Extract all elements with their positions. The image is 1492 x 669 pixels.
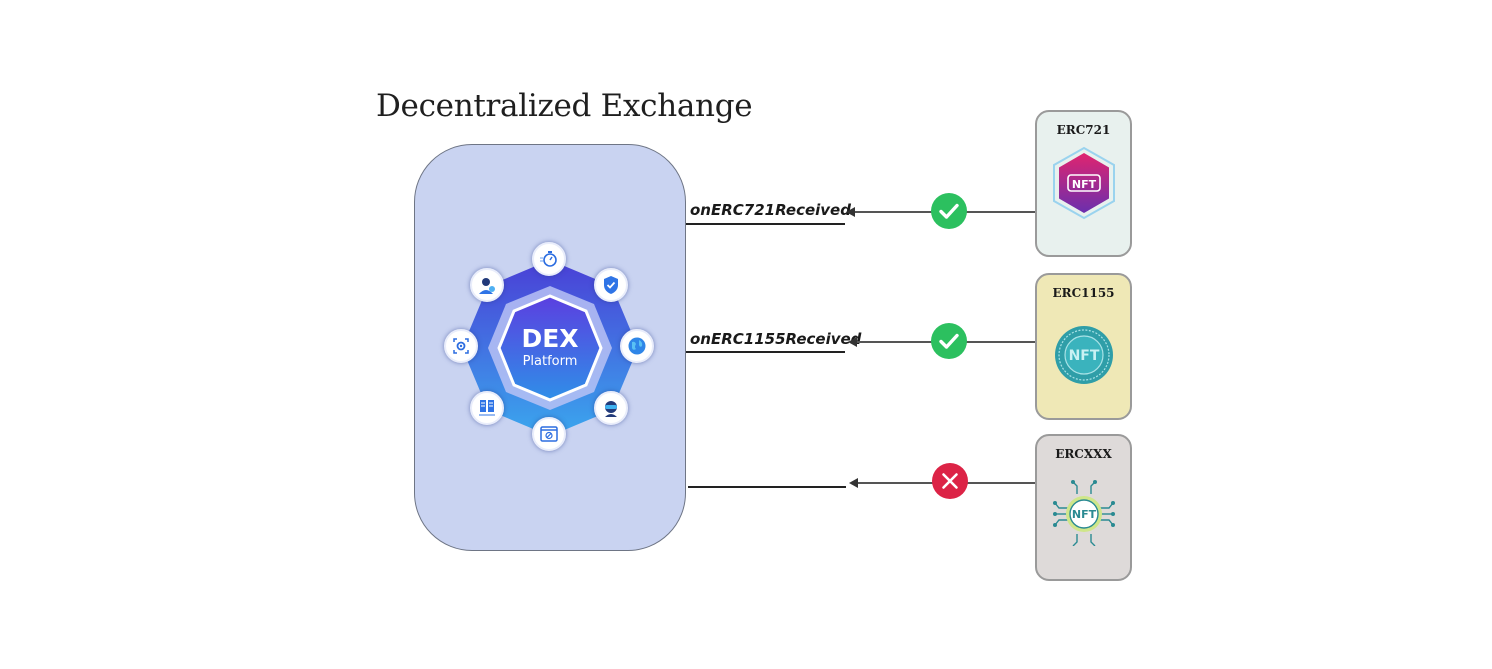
svg-text:NFT: NFT <box>1072 178 1097 191</box>
token-card-erc721: ERC721 NFT <box>1035 110 1132 257</box>
token-name-ercxxx: ERCXXX <box>1055 447 1112 461</box>
stopwatch-icon <box>532 242 566 276</box>
globe-icon <box>620 329 654 363</box>
rejected-status-ercxxx <box>932 463 968 499</box>
nft-coin-icon: NFT <box>1055 326 1113 384</box>
checkmark-icon <box>931 193 967 229</box>
target-settings-icon <box>444 329 478 363</box>
diagram-title: Decentralized Exchange <box>376 88 753 124</box>
token-name-erc721: ERC721 <box>1056 123 1111 137</box>
accepted-status-erc1155 <box>931 323 967 359</box>
token-card-erc1155: ERC1155 NFT <box>1035 273 1132 420</box>
nft-circuit-icon: NFT <box>1053 480 1115 546</box>
browser-window-icon <box>532 417 566 451</box>
checkmark-icon <box>931 323 967 359</box>
support-agent-icon <box>470 268 504 302</box>
shield-check-icon <box>594 268 628 302</box>
hub-label-platform: Platform <box>522 354 578 369</box>
callback-underline-erc1155 <box>686 351 845 353</box>
token-card-ercxxx: ERCXXX NFT <box>1035 434 1132 581</box>
accepted-status-erc721 <box>931 193 967 229</box>
cross-icon <box>932 463 968 499</box>
arrowhead-erc1155 <box>848 337 857 347</box>
callback-label-erc721: onERC721Received <box>690 201 851 219</box>
vr-headset-user-icon <box>594 391 628 425</box>
callback-underline-erc721 <box>686 223 845 225</box>
callback-label-erc1155: onERC1155Received <box>690 330 862 348</box>
arrowhead-ercxxx <box>849 478 858 488</box>
nft-hexagon-icon: NFT <box>1053 146 1115 220</box>
arrowhead-erc721 <box>846 207 855 217</box>
callback-underline-ercxxx <box>688 486 846 488</box>
hub-label-dex: DEX <box>521 324 579 353</box>
svg-text:NFT: NFT <box>1069 348 1100 364</box>
server-icon <box>470 391 504 425</box>
token-name-erc1155: ERC1155 <box>1052 286 1115 300</box>
dex-hub-graphic <box>462 260 638 436</box>
svg-text:NFT: NFT <box>1072 508 1097 521</box>
dex-platform-hub: DEX Platform <box>440 238 660 458</box>
